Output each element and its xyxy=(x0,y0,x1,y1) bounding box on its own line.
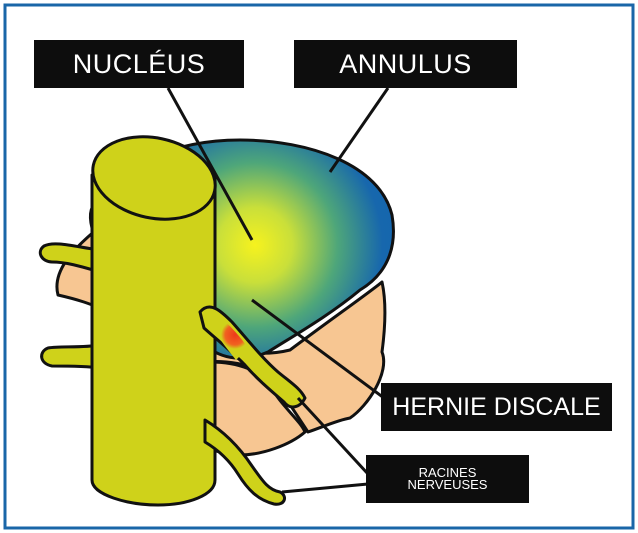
label-racines-nerveuses: RACINES NERVEUSES xyxy=(366,455,529,503)
label-hernie-text: HERNIE DISCALE xyxy=(392,393,600,422)
label-annulus-text: ANNULUS xyxy=(339,49,472,80)
label-annulus: ANNULUS xyxy=(294,40,517,88)
label-racines-line2: NERVEUSES xyxy=(408,479,488,491)
spinal-cord xyxy=(92,175,215,505)
label-nucleus-text: NUCLÉUS xyxy=(73,49,206,80)
label-hernie-discale: HERNIE DISCALE xyxy=(381,383,612,431)
label-nucleus: NUCLÉUS xyxy=(34,40,244,88)
